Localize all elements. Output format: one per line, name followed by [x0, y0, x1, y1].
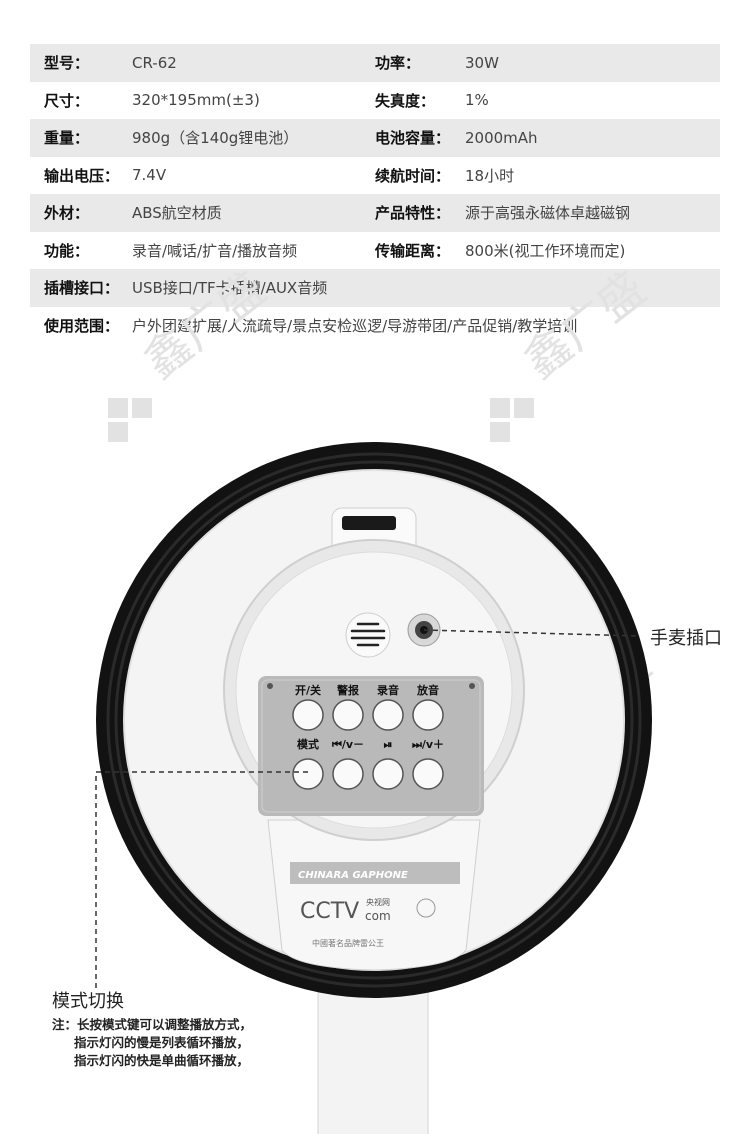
button-label: ⏭/v＋	[412, 738, 444, 751]
svg-text:com: com	[365, 909, 391, 923]
spec-row-slots: 插槽接口： USB接口/TF卡插槽/AUX音频	[30, 269, 720, 307]
grip-housing	[267, 819, 481, 971]
spec-row: 输出电压： 7.4V 续航时间： 18小时	[30, 157, 720, 195]
spec-value: 2000mAh	[465, 128, 538, 147]
next-volume-up-button[interactable]	[412, 758, 444, 790]
spec-value: 户外团建扩展/人流疏导/景点安检巡逻/导游带团/产品促销/教学培训	[132, 316, 578, 335]
button-label: 放音	[416, 683, 439, 697]
speaker-grille-icon	[345, 612, 391, 658]
spec-value: 30W	[465, 53, 499, 72]
spec-cell: 功能： 录音/喊话/扩音/播放音频	[30, 232, 375, 270]
spec-value: CR-62	[132, 53, 177, 72]
spec-cell: 续航时间： 18小时	[375, 157, 514, 195]
spec-cell: 产品特性： 源于高强永磁体卓越磁钢	[375, 194, 630, 232]
mode-button[interactable]	[292, 758, 324, 790]
mic-port-leader	[423, 629, 641, 637]
spec-label: 传输距离：	[375, 241, 451, 260]
spec-label: 失真度：	[375, 91, 436, 110]
spec-label: 外材：	[44, 204, 90, 223]
spec-cell: 功率： 30W	[375, 44, 499, 82]
spec-label: 续航时间：	[375, 166, 451, 185]
spec-value: 录音/喊话/扩音/播放音频	[132, 241, 298, 260]
spec-label: 产品特性：	[375, 204, 451, 223]
button-label: 开/关	[295, 683, 321, 697]
alarm-button[interactable]	[332, 699, 364, 731]
spec-cell: 外材： ABS航空材质	[30, 194, 375, 232]
mode-switch-leader	[95, 771, 308, 988]
spec-cell: 型号： CR-62	[30, 44, 375, 82]
svg-text:中國著名品牌雷公王: 中國著名品牌雷公王	[312, 938, 384, 948]
brand-logo: CCTV	[300, 899, 359, 924]
spec-cell: 失真度： 1%	[375, 82, 489, 120]
spec-value: 1%	[465, 91, 489, 110]
watermark-text: 鑫广盛	[134, 261, 276, 389]
spec-label: 型号：	[44, 54, 90, 73]
spec-value: 800米(视工作环境而定)	[465, 241, 626, 260]
spec-row: 尺寸： 320*195mm(±3) 失真度： 1%	[30, 82, 720, 120]
prev-volume-down-button[interactable]	[332, 758, 364, 790]
spec-value: ABS航空材质	[132, 204, 222, 223]
mic-port-label: 手麦插口	[650, 628, 722, 649]
power-button[interactable]	[292, 699, 324, 731]
spec-table: 型号： CR-62 功率： 30W 尺寸： 320*195mm(±3) 失真度： 1% 重量： 9…	[30, 44, 720, 344]
usage-note: 注：长按模式键可以调整播放方式， 指示灯闪的慢是列表循环播放， 指示灯闪的快是单…	[52, 1017, 253, 1068]
spec-label: 功率：	[375, 54, 421, 73]
spec-row: 重量： 980g（含140g锂电池） 电池容量： 2000mAh	[30, 119, 720, 157]
spec-label: 输出电压：	[44, 166, 120, 185]
model-band	[290, 862, 460, 884]
maker-seal-icon	[416, 898, 436, 918]
button-label: ⏯	[384, 738, 393, 751]
record-button[interactable]	[372, 699, 404, 731]
spec-label: 功能：	[44, 241, 90, 260]
spec-label: 插槽接口：	[44, 279, 120, 298]
button-label: 警报	[336, 683, 360, 697]
spec-row: 功能： 录音/喊话/扩音/播放音频 传输距离： 800米(视工作环境而定)	[30, 232, 720, 270]
spec-value: 18小时	[465, 166, 515, 185]
button-label: 录音	[377, 683, 399, 697]
spec-cell: 输出电压： 7.4V	[30, 157, 375, 195]
spec-label: 使用范围：	[44, 316, 120, 335]
spec-value: 源于高强永磁体卓越磁钢	[465, 204, 631, 223]
svg-text:央视网: 央视网	[366, 897, 390, 907]
spec-label: 电池容量：	[375, 129, 451, 148]
spec-value: 980g（含140g锂电池）	[132, 129, 299, 148]
spec-cell: 尺寸： 320*195mm(±3)	[30, 82, 375, 120]
spec-cell: 传输距离： 800米(视工作环境而定)	[375, 232, 625, 270]
spec-row: 型号： CR-62 功率： 30W	[30, 44, 720, 82]
mode-switch-label: 模式切换	[52, 991, 124, 1012]
play-pause-button[interactable]	[372, 758, 404, 790]
spec-value: USB接口/TF卡插槽/AUX音频	[132, 279, 328, 298]
playback-button[interactable]	[412, 699, 444, 731]
button-label: 模式	[297, 737, 319, 751]
spec-row: 外材： ABS航空材质 产品特性： 源于高强永磁体卓越磁钢	[30, 194, 720, 232]
spec-label: 重量：	[44, 129, 90, 148]
button-label: ⏮/v－	[332, 738, 364, 751]
spec-value: 320*195mm(±3)	[132, 91, 260, 110]
spec-cell: 重量： 980g（含140g锂电池）	[30, 119, 375, 157]
spec-cell: 电池容量： 2000mAh	[375, 119, 538, 157]
spec-value: 7.4V	[132, 166, 167, 185]
watermark-text: 鑫广盛	[514, 261, 656, 389]
button-panel	[258, 676, 484, 816]
spec-label: 尺寸：	[44, 91, 90, 110]
svg-text:CHINARA GAPHONE: CHINARA GAPHONE	[298, 870, 408, 881]
spec-row-usage: 使用范围： 户外团建扩展/人流疏导/景点安检巡逻/导游带团/产品促销/教学培训	[30, 307, 720, 345]
